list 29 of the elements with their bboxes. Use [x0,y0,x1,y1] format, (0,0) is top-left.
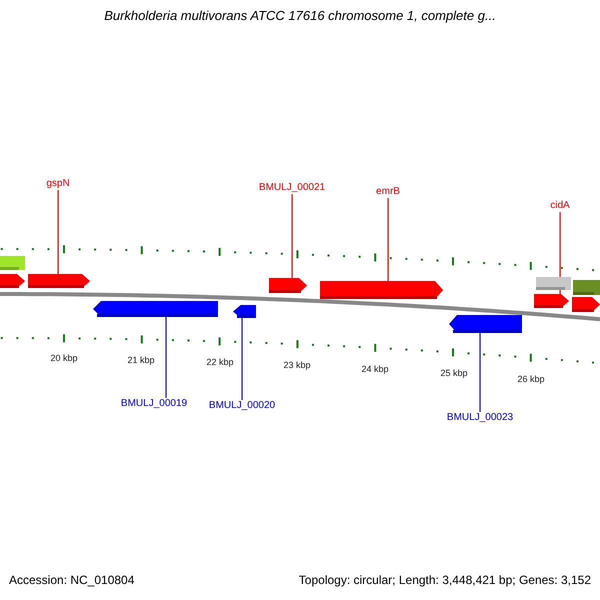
scale-tick-label: 21 kbp [127,354,155,366]
gene-label: cidA [550,200,570,212]
gene-feature [536,277,571,290]
forward-strand-gene [534,294,569,308]
forward-strand-gene [269,278,307,293]
gene-label: BMULJ_00023 [446,412,514,424]
scale-tick-label: 22 kbp [206,356,234,368]
chart-title: Burkholderia multivorans ATCC 17616 chromosome 1, complete g... [103,10,497,22]
reverse-strand-gene [93,301,218,317]
gene-label: BMULJ_00020 [208,400,276,412]
scale-tick-label: 23 kbp [283,359,311,371]
gene-feature [0,256,25,270]
gene-label: emrB [376,186,400,198]
gene-label: BMULJ_00019 [120,398,188,410]
scale-tick-label: 25 kbp [440,367,468,379]
gene-label: gspN [46,178,70,190]
forward-strand-gene [572,297,600,312]
accession-text: Accession: NC_010804 [9,574,134,586]
gene-label: BMULJ_00021 [258,182,326,194]
forward-strand-gene [0,274,25,288]
scale-tick-label: 24 kbp [361,363,389,375]
reverse-strand-gene [449,315,522,333]
scale-tick-label: 26 kbp [517,373,545,385]
gene-feature [573,280,600,295]
sequence-info-text: Topology: circular; Length: 3,448,421 bp; Genes: 3,152 [298,574,591,586]
forward-strand-gene [320,281,443,299]
scale-tick-label: 20 kbp [50,352,78,364]
reverse-strand-gene [233,305,256,318]
forward-strand-gene [28,274,90,288]
